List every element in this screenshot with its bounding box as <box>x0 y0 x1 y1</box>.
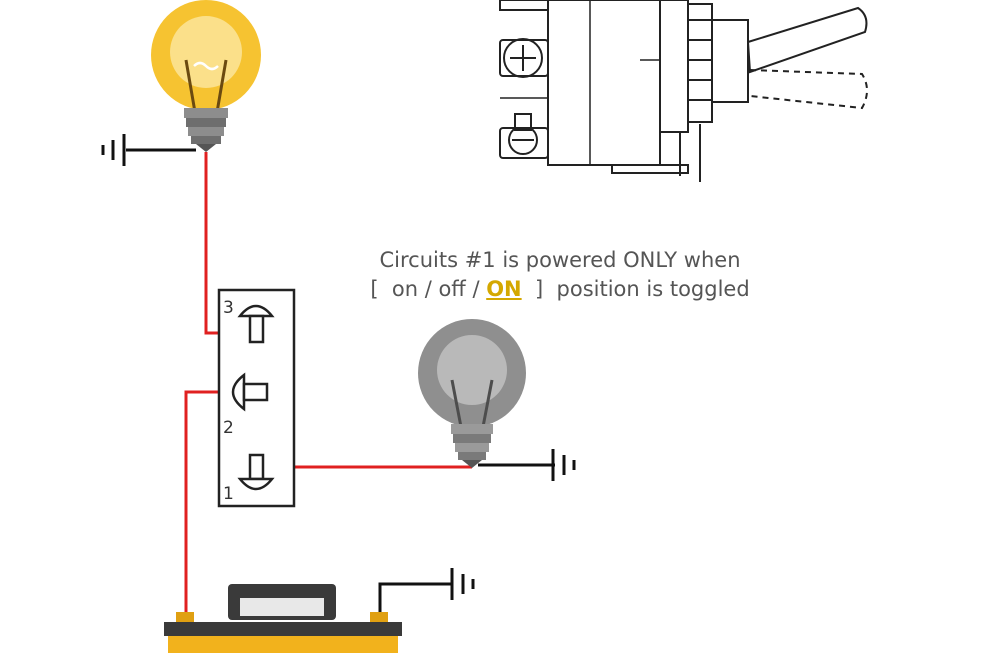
caption-line-1: Circuits #1 is powered ONLY when <box>379 248 741 272</box>
lightbulb-on-icon <box>151 0 261 152</box>
ground-symbol-icon <box>551 449 576 481</box>
terminal-2-icon <box>231 372 269 412</box>
ground-symbol-icon <box>450 568 475 600</box>
switch-terminal-block: 3 2 1 <box>217 288 296 508</box>
lightbulb-off-icon <box>418 319 526 468</box>
caption-line-2-suffix: ] position is toggled <box>521 277 750 301</box>
caption-line-2: [ on / off / ON ] position is toggled <box>330 277 790 301</box>
caption-on-highlight: ON <box>486 277 522 301</box>
caption-line-2-prefix: [ on / off / <box>370 277 487 301</box>
terminal-3-label: 3 <box>223 298 234 318</box>
terminal-1-icon <box>237 453 275 491</box>
ground-wires <box>126 148 555 612</box>
terminal-1-label: 1 <box>223 484 234 504</box>
ground-symbol-icon <box>101 134 126 166</box>
terminal-2-label: 2 <box>223 418 234 438</box>
ground-wire-battery <box>378 582 452 612</box>
battery-icon <box>164 584 402 653</box>
terminal-3-icon <box>237 304 275 344</box>
toggle-switch-icon <box>499 0 868 182</box>
